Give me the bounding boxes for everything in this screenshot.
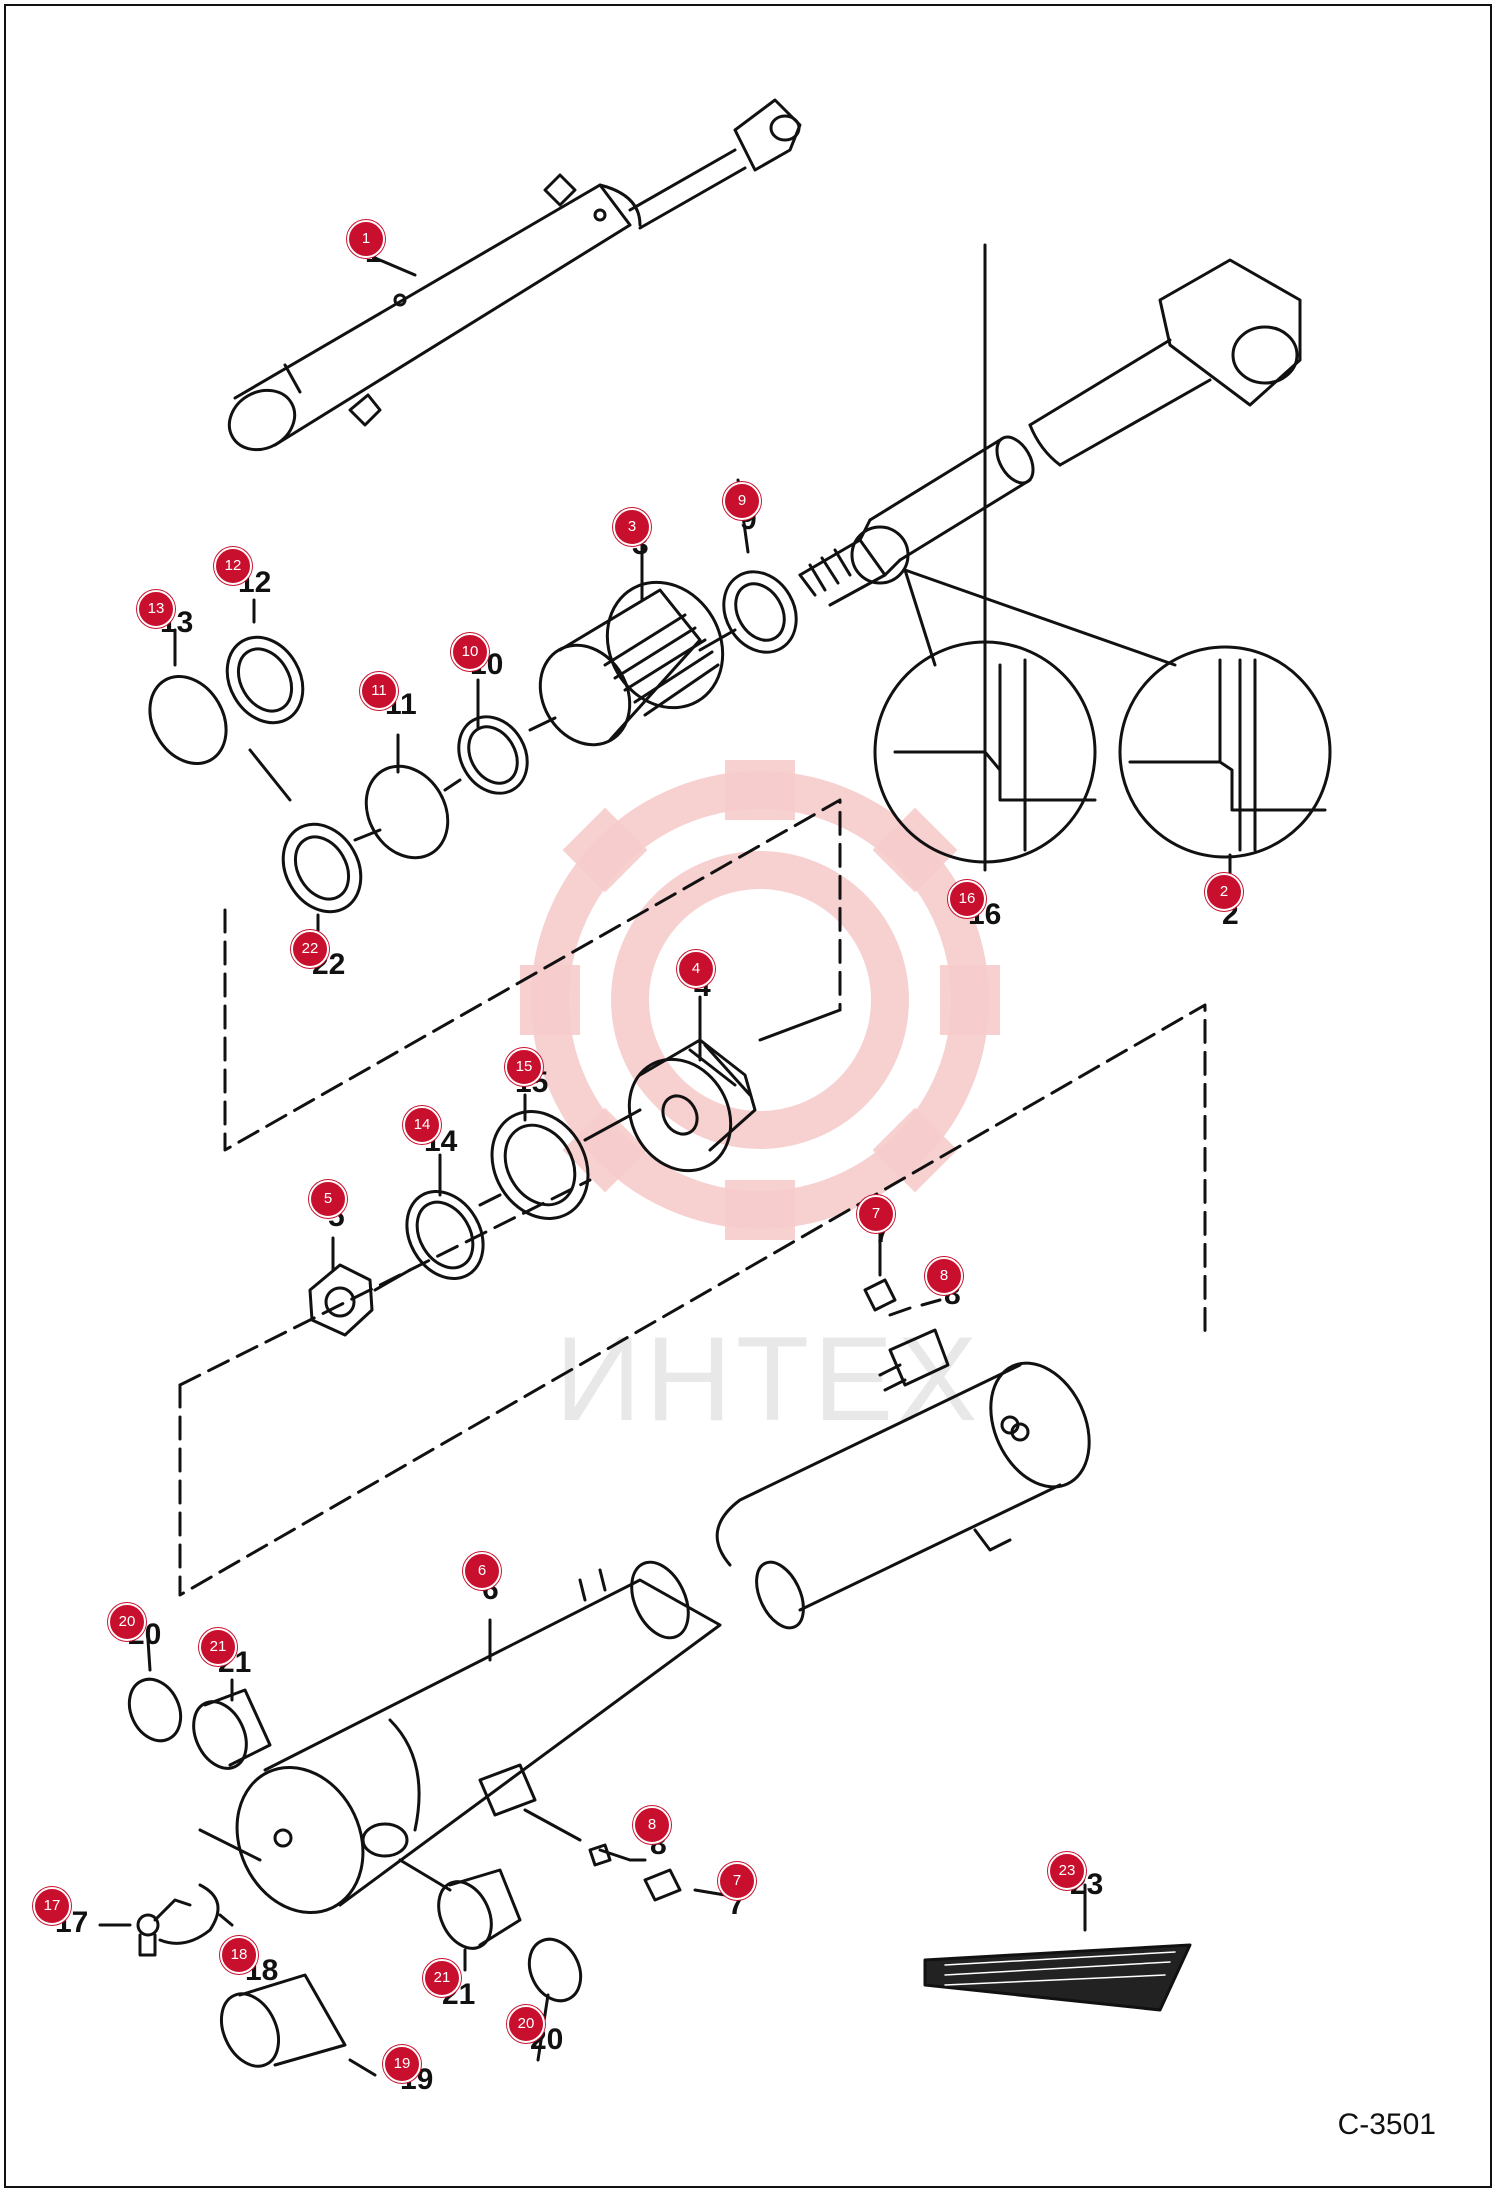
marker-17[interactable]: 17 [33, 1887, 71, 1925]
marker-21[interactable]: 21 [199, 1628, 237, 1666]
part-3-head-gland [538, 580, 725, 747]
part-4-piston [627, 1038, 757, 1173]
marker-22[interactable]: 22 [291, 930, 329, 968]
part-20-cap-lower [527, 1937, 583, 2003]
drawing-code: C-3501 [1337, 2108, 1436, 2141]
part-19-sleeve [219, 1973, 347, 2068]
part-6-barrel-rear [715, 1328, 1091, 1630]
marker-8[interactable]: 8 [925, 1257, 963, 1295]
part-23-decal [923, 1943, 1192, 2012]
part-20-cap [127, 1677, 183, 1743]
part-21-bushing [192, 1688, 272, 1770]
marker-14[interactable]: 14 [403, 1106, 441, 1144]
part-8-o-ring [888, 1306, 912, 1317]
part-8-o-ring-lower [588, 1843, 612, 1867]
marker-23[interactable]: 23 [1048, 1852, 1086, 1890]
marker-15[interactable]: 15 [505, 1048, 543, 1086]
marker-12[interactable]: 12 [214, 547, 252, 585]
part-10-wear-ring [457, 715, 529, 795]
marker-5[interactable]: 5 [309, 1180, 347, 1218]
marker-19[interactable]: 19 [383, 2045, 421, 2083]
marker-1[interactable]: 1 [347, 220, 385, 258]
marker-4[interactable]: 4 [677, 950, 715, 988]
part-15-piston-seal [490, 1110, 590, 1220]
marker-7-lower[interactable]: 7 [718, 1862, 756, 1900]
marker-10[interactable]: 10 [451, 633, 489, 671]
part-6-barrel [235, 1560, 722, 1915]
detail-circle-2 [1118, 645, 1332, 859]
part-7-plug [863, 1278, 897, 1312]
marker-13[interactable]: 13 [137, 590, 175, 628]
marker-16[interactable]: 16 [948, 880, 986, 918]
part-13-snap-ring [148, 674, 228, 766]
part-17-grease-fitting [136, 1898, 192, 1957]
marker-18[interactable]: 18 [220, 1936, 258, 1974]
part-14-ring [405, 1189, 485, 1281]
marker-21-lower[interactable]: 21 [423, 1959, 461, 1997]
marker-6[interactable]: 6 [463, 1552, 501, 1590]
part-7-plug-lower [643, 1868, 682, 1902]
part-12-wiper [225, 635, 305, 725]
marker-2[interactable]: 2 [1205, 873, 1243, 911]
part-11-o-ring [364, 764, 450, 860]
marker-3[interactable]: 3 [613, 508, 651, 546]
marker-9[interactable]: 9 [723, 482, 761, 520]
part-9-seal [722, 570, 798, 654]
part-2-piston-rod [798, 258, 1302, 667]
drawing-frame [4, 4, 1492, 2188]
watermark-text: ИНТЕХ [555, 1312, 982, 1446]
marker-20[interactable]: 20 [108, 1603, 146, 1641]
part-1-cylinder-assembly [227, 98, 802, 452]
part-21-bushing-lower [437, 1868, 522, 1950]
marker-8-lower[interactable]: 8 [633, 1806, 671, 1844]
part-5-nut [308, 1263, 374, 1337]
marker-11[interactable]: 11 [360, 672, 398, 710]
marker-7[interactable]: 7 [857, 1195, 895, 1233]
part-22-backup-ring [281, 822, 363, 914]
part-18-snap-ring [158, 1883, 220, 1945]
marker-20-lower[interactable]: 20 [507, 2005, 545, 2043]
